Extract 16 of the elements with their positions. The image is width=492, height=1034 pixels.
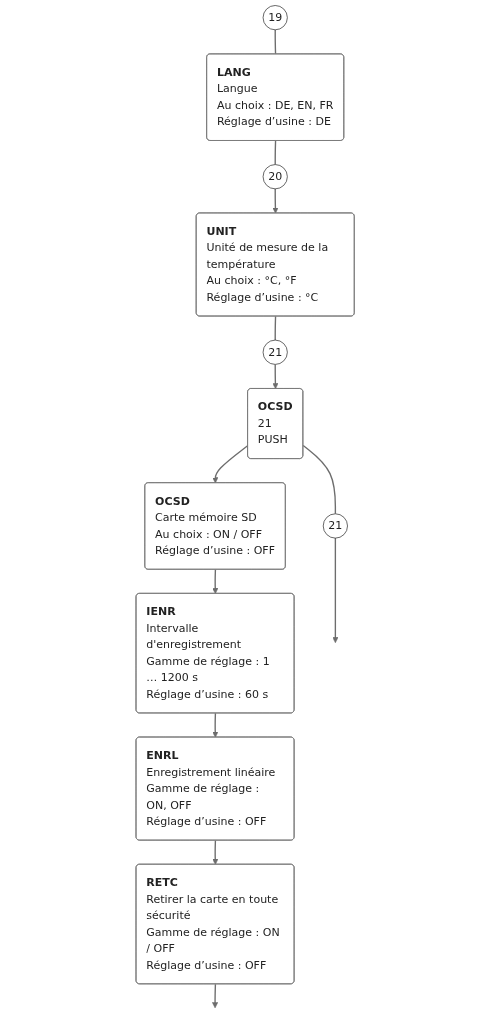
connector <box>274 315 277 341</box>
arrow <box>212 568 219 594</box>
arrow <box>332 537 339 644</box>
arrow <box>212 712 219 738</box>
arrow <box>212 444 249 484</box>
arrow <box>212 983 219 1009</box>
node-circle: 21 <box>322 513 348 539</box>
connector <box>302 444 337 515</box>
connector <box>274 29 277 55</box>
node-circle: 19 <box>262 5 288 31</box>
connector <box>274 140 277 166</box>
arrow <box>272 188 279 214</box>
node-circle: 21 <box>262 339 288 365</box>
arrow <box>212 839 219 865</box>
arrow <box>272 363 279 390</box>
node-circle: 20 <box>262 164 288 190</box>
